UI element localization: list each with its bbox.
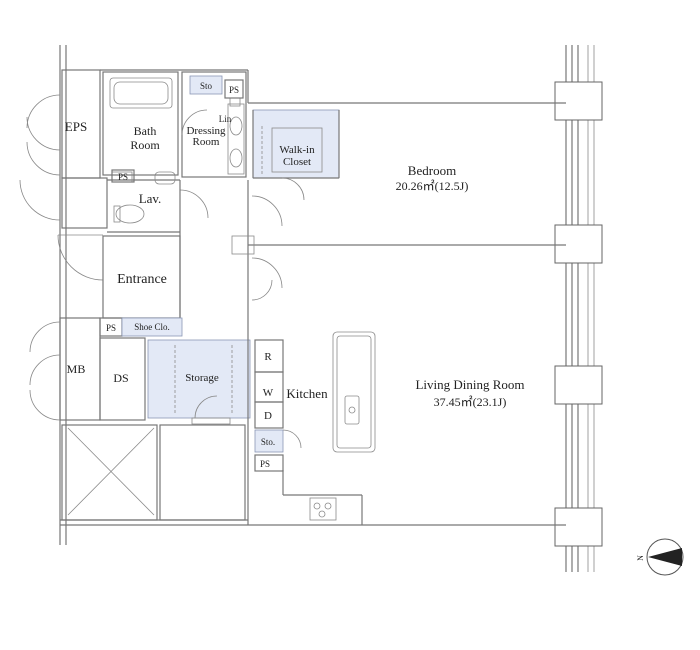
bedroom-label: Bedroom xyxy=(408,163,456,178)
lav-label: Lav. xyxy=(139,191,162,206)
ps-label-top: PS xyxy=(229,85,239,95)
left-shafts xyxy=(19,45,108,545)
sto-label-kitchen: Sto. xyxy=(261,437,275,447)
bath-room-label-2: Room xyxy=(130,138,160,152)
ps-label-lav: PS xyxy=(118,172,128,182)
walk-in-closet-label-1: Walk-in xyxy=(279,144,315,156)
lin-label: Lin xyxy=(219,114,232,124)
shaft-void xyxy=(61,424,246,521)
interior-walls xyxy=(60,69,566,526)
dressing-room-label-2: Room xyxy=(193,136,220,148)
walk-in-closet-zone xyxy=(252,109,340,179)
ps-label-kitchen: PS xyxy=(260,459,270,469)
structural-column xyxy=(554,365,603,405)
sto-label-top: Sto xyxy=(200,81,213,91)
washer-label: W xyxy=(263,387,274,399)
storage-label: Storage xyxy=(185,372,219,384)
refrigerator-label: R xyxy=(264,351,272,363)
window-wall xyxy=(554,45,603,572)
living-dining-area: 37.45㎡(23.1J) xyxy=(434,395,507,409)
ds-label: DS xyxy=(113,371,128,385)
eps-label: EPS xyxy=(65,119,87,134)
bath-room-label-1: Bath xyxy=(134,124,157,138)
living-dining-label: Living Dining Room xyxy=(415,377,524,392)
structural-column xyxy=(554,507,603,547)
walk-in-closet-label-2: Closet xyxy=(283,156,311,168)
bedroom-area: 20.26㎡(12.5J) xyxy=(396,179,469,193)
mb-label: MB xyxy=(67,362,86,376)
dressing-room-label-1: Dressing xyxy=(186,125,226,137)
shoe-closet-label: Shoe Clo. xyxy=(134,322,170,332)
north-label: N xyxy=(636,555,645,561)
entrance-label: Entrance xyxy=(117,272,167,287)
structural-column xyxy=(554,81,603,121)
north-arrow-icon xyxy=(648,548,682,566)
structural-column xyxy=(554,224,603,264)
ps-label-entrance: PS xyxy=(106,323,116,333)
compass: N xyxy=(636,538,684,576)
kitchen-label: Kitchen xyxy=(286,386,328,401)
dryer-label: D xyxy=(264,410,272,422)
room-labels: EPS Bath Room Sto PS Lin Dressing Room W… xyxy=(65,75,525,469)
